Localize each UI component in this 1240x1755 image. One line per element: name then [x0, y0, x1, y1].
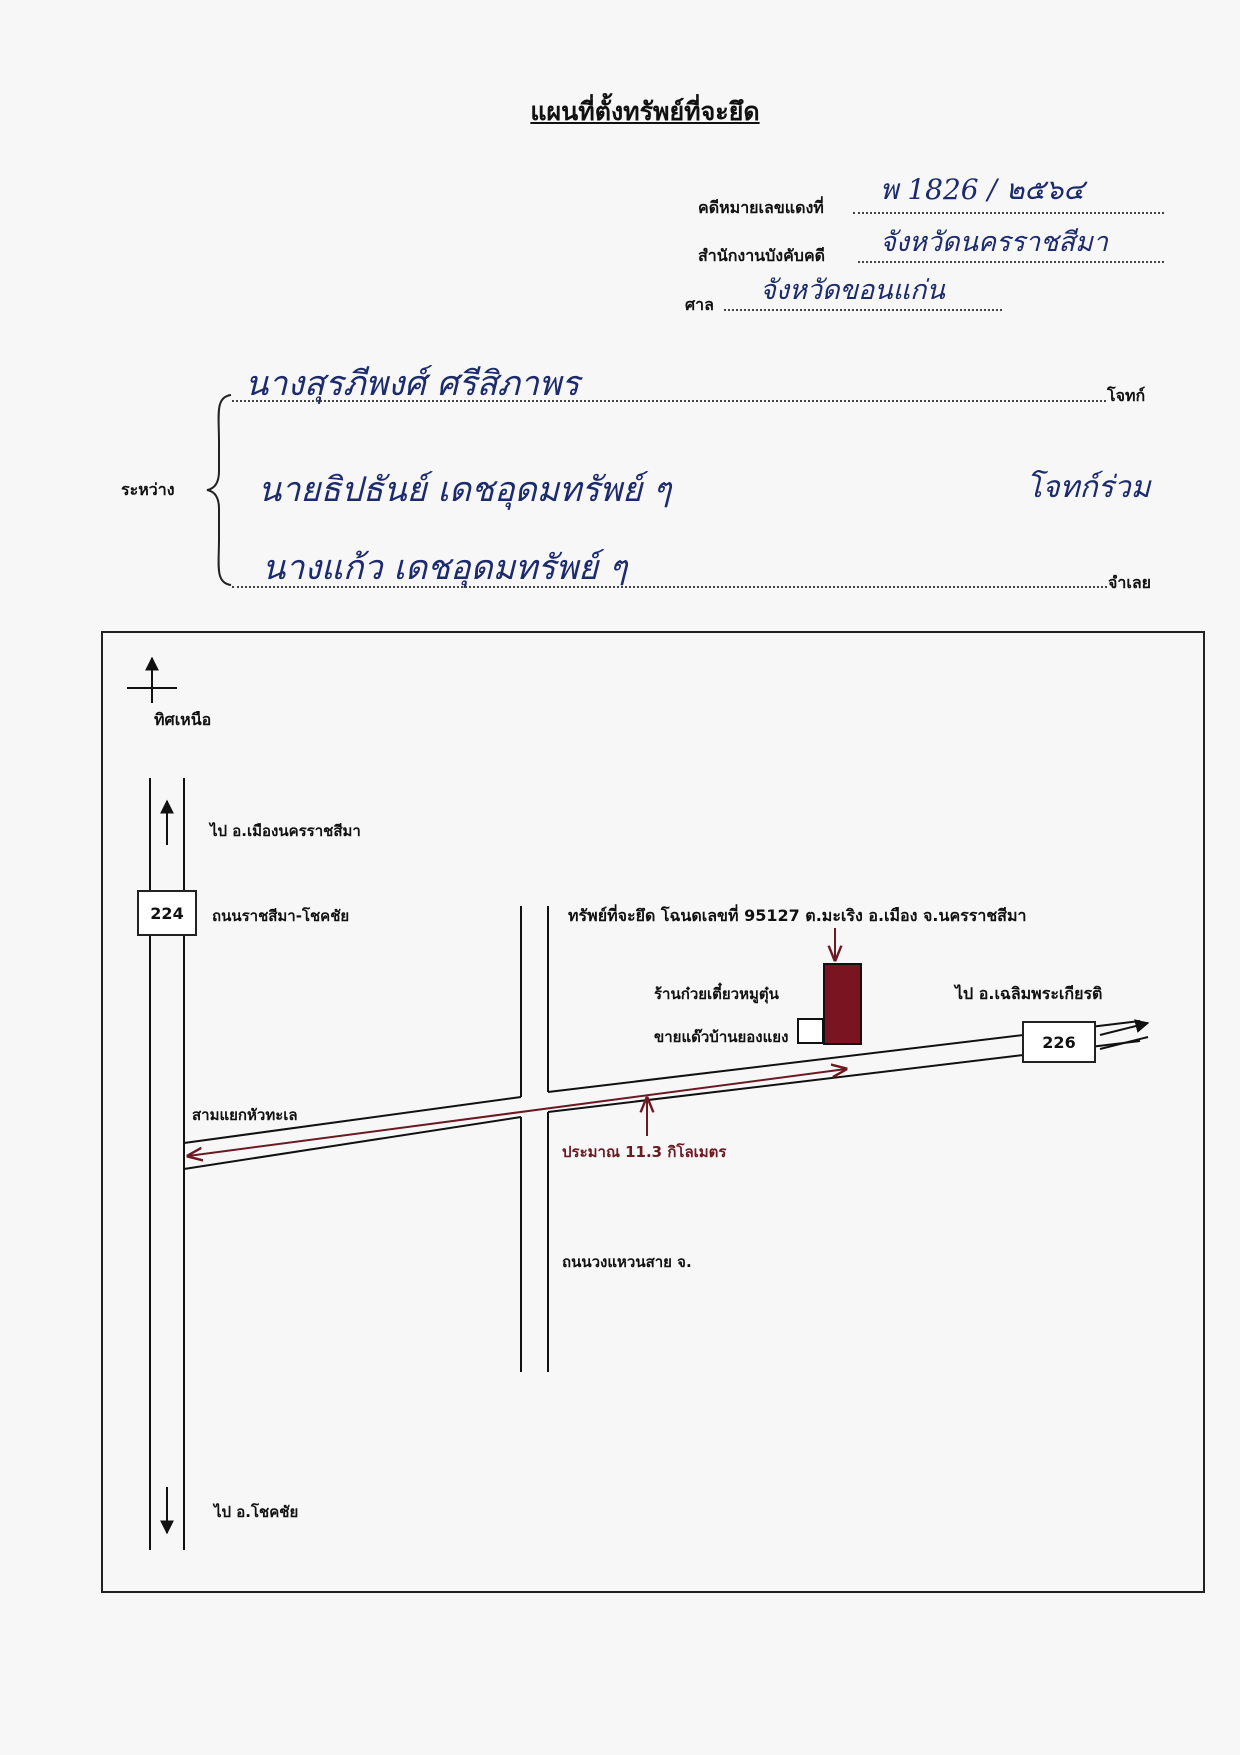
- case-number-line: [853, 212, 1164, 214]
- defendant-2-name: นางแก้ว เดชอุดมทรัพย์ ๆ: [262, 548, 628, 588]
- to-city-label: ไป อ.เมืองนครราชสีมา: [210, 822, 361, 840]
- party-brace: [206, 394, 232, 586]
- court-line: [724, 309, 1002, 311]
- property-marker: [823, 963, 862, 1045]
- route-226-shield: 226: [1022, 1021, 1096, 1063]
- office-value: จังหวัดนครราชสีมา: [880, 227, 1108, 258]
- between-label: ระหว่าง: [121, 480, 175, 499]
- court-label: ศาล: [685, 295, 714, 314]
- defendant-line: [232, 586, 1107, 588]
- junction-label: สามแยกหัวทะเล: [192, 1106, 298, 1124]
- distance-arrow-icon: [188, 1069, 846, 1156]
- to-chok-chai-label: ไป อ.โชคชัย: [214, 1503, 299, 1521]
- ring-road-label: ถนนวงแหวนสาย จ.: [562, 1253, 692, 1271]
- property-title: ทรัพย์ที่จะยึด โฉนดเลขที่ 95127 ต.มะเริง…: [568, 906, 1027, 925]
- plaintiff-label: โจทก์: [1107, 386, 1146, 405]
- ice-shop-label: ขายแด๊วบ้านยองแยง: [654, 1028, 789, 1046]
- office-label: สำนักงานบังคับคดี: [698, 246, 826, 265]
- ring-road: [520, 906, 549, 1372]
- case-number-value: พ 1826 / ๒๕๖๔: [880, 173, 1085, 206]
- north-label: ทิศเหนือ: [154, 710, 212, 729]
- plaintiff-line: [232, 400, 1106, 402]
- arrow-east-icon: [1099, 1019, 1150, 1036]
- office-line: [858, 261, 1164, 263]
- north-arrow-icon: [127, 656, 177, 703]
- plaintiff-name: นางสุรภีพงศ์ ศรีสิภาพร: [245, 364, 580, 404]
- document-title: แผนที่ตั้งทรัพย์ที่จะยึด: [530, 97, 760, 126]
- defendant-1-name: นายธิปธันย์ เดชอุดมทรัพย์ ๆ: [258, 470, 672, 510]
- defendant-label: จำเลย: [1108, 573, 1152, 592]
- arrow-east-line: [1099, 1036, 1149, 1050]
- to-chaloem-label: ไป อ.เฉลิมพระเกียรติ: [955, 984, 1103, 1003]
- route-224-shield: 224: [137, 890, 197, 936]
- court-value: จังหวัดขอนแก่น: [760, 275, 945, 306]
- defendant-1-role: โจทก์ร่วม: [1026, 470, 1151, 505]
- case-number-label: คดีหมายเลขแดงที่: [698, 198, 824, 217]
- noodle-shop-label: ร้านก๋วยเตี๋ยวหมูตุ๋น: [654, 985, 779, 1003]
- distance-label: ประมาณ 11.3 กิโลเมตร: [562, 1143, 727, 1161]
- location-map: [101, 631, 1205, 1593]
- road-224-name: ถนนราชสีมา-โชคชัย: [212, 907, 350, 925]
- ice-shop-marker: [797, 1018, 824, 1044]
